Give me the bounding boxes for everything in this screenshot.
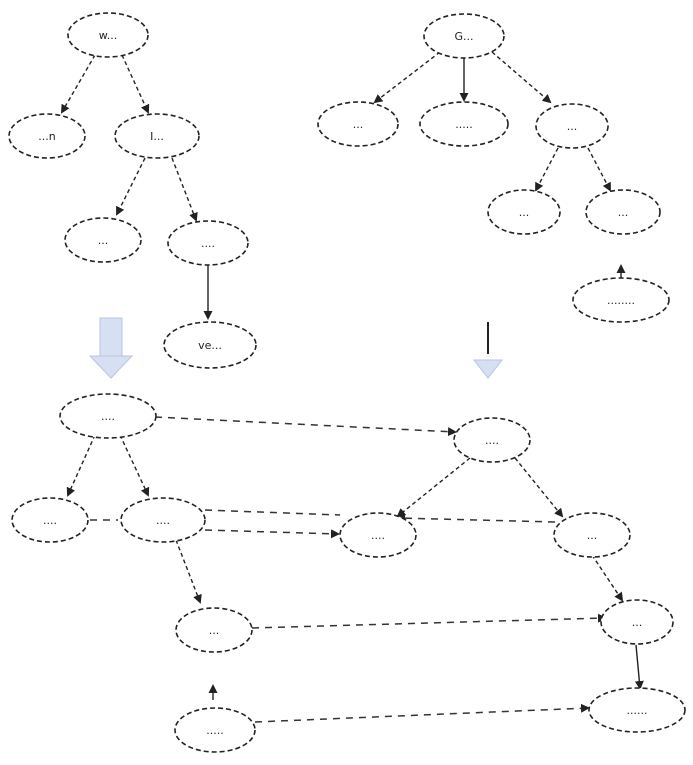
tree-node: ... — [64, 217, 142, 263]
tree-edge — [373, 51, 441, 104]
tree-node: ........ — [572, 277, 670, 323]
node-label: .... — [201, 237, 215, 250]
node-label: ...... — [627, 704, 648, 717]
cross-link — [396, 513, 556, 523]
node-label: ........ — [607, 294, 635, 307]
tree-edge — [535, 147, 559, 192]
tree-node: ..... — [419, 101, 509, 147]
node-label: ... — [618, 206, 629, 219]
node-label: ... — [98, 234, 109, 247]
tree-edge — [587, 147, 611, 192]
node-label: ... — [567, 120, 578, 133]
cross-links — [90, 416, 607, 723]
tree-edge — [66, 434, 96, 497]
tree-edge — [175, 539, 202, 604]
node-label: ...n — [38, 130, 55, 143]
node-label: ... — [587, 529, 598, 542]
node-label: .... — [101, 410, 115, 423]
node-label: .... — [156, 514, 170, 527]
cross-link — [154, 416, 457, 437]
tree-node: .... — [167, 220, 249, 266]
tree-node: I... — [114, 113, 200, 159]
tree-edge — [396, 457, 471, 518]
tree-edge — [121, 54, 150, 114]
cross-link — [251, 613, 607, 629]
cross-link — [204, 509, 341, 516]
tree-edges — [60, 51, 644, 700]
node-label: ve... — [198, 339, 222, 352]
tree-node: ... — [175, 607, 253, 653]
tree-node: .... — [120, 497, 206, 543]
tree-node: ... — [535, 103, 609, 149]
tree-edge — [60, 54, 96, 114]
node-label: .... — [371, 529, 385, 542]
tree-node: .... — [339, 512, 417, 558]
tree-edge — [634, 644, 644, 690]
tree-node: ... — [487, 189, 561, 235]
tree-edge — [119, 434, 150, 497]
tree-node: ... — [600, 599, 674, 645]
tree-node: ve... — [163, 321, 257, 369]
cross-link — [254, 703, 590, 723]
cross-link — [204, 529, 340, 539]
node-label: ... — [632, 616, 643, 629]
tree-edge — [514, 457, 564, 518]
tree-node: .... — [59, 393, 157, 439]
tree-node: .... — [11, 497, 89, 543]
node-label: w... — [99, 29, 117, 42]
node-label: I... — [150, 130, 164, 143]
tree-node: ... — [553, 512, 631, 558]
node-label: ..... — [455, 118, 472, 131]
node-label: ... — [519, 206, 530, 219]
tree-edge — [116, 157, 146, 216]
tree-edge — [591, 554, 624, 602]
tree-node: ... — [317, 101, 399, 147]
tree-node: w... — [67, 12, 149, 58]
tree-node: ...n — [8, 113, 86, 159]
node-label: G... — [454, 30, 473, 43]
node-label: .... — [43, 514, 57, 527]
tree-edge — [491, 51, 552, 104]
flow-arrow-left — [88, 317, 134, 379]
tree-node: G... — [423, 13, 505, 59]
tree-node: ...... — [588, 687, 686, 733]
node-label: ..... — [206, 724, 223, 737]
tree-node: ... — [585, 189, 661, 235]
tree-edge — [171, 157, 198, 222]
node-label: ... — [353, 118, 364, 131]
tree-node: ..... — [174, 707, 256, 753]
node-label: ... — [209, 624, 220, 637]
flow-arrow-right — [472, 322, 504, 379]
node-label: .... — [485, 434, 499, 447]
tree-node: .... — [453, 417, 531, 463]
